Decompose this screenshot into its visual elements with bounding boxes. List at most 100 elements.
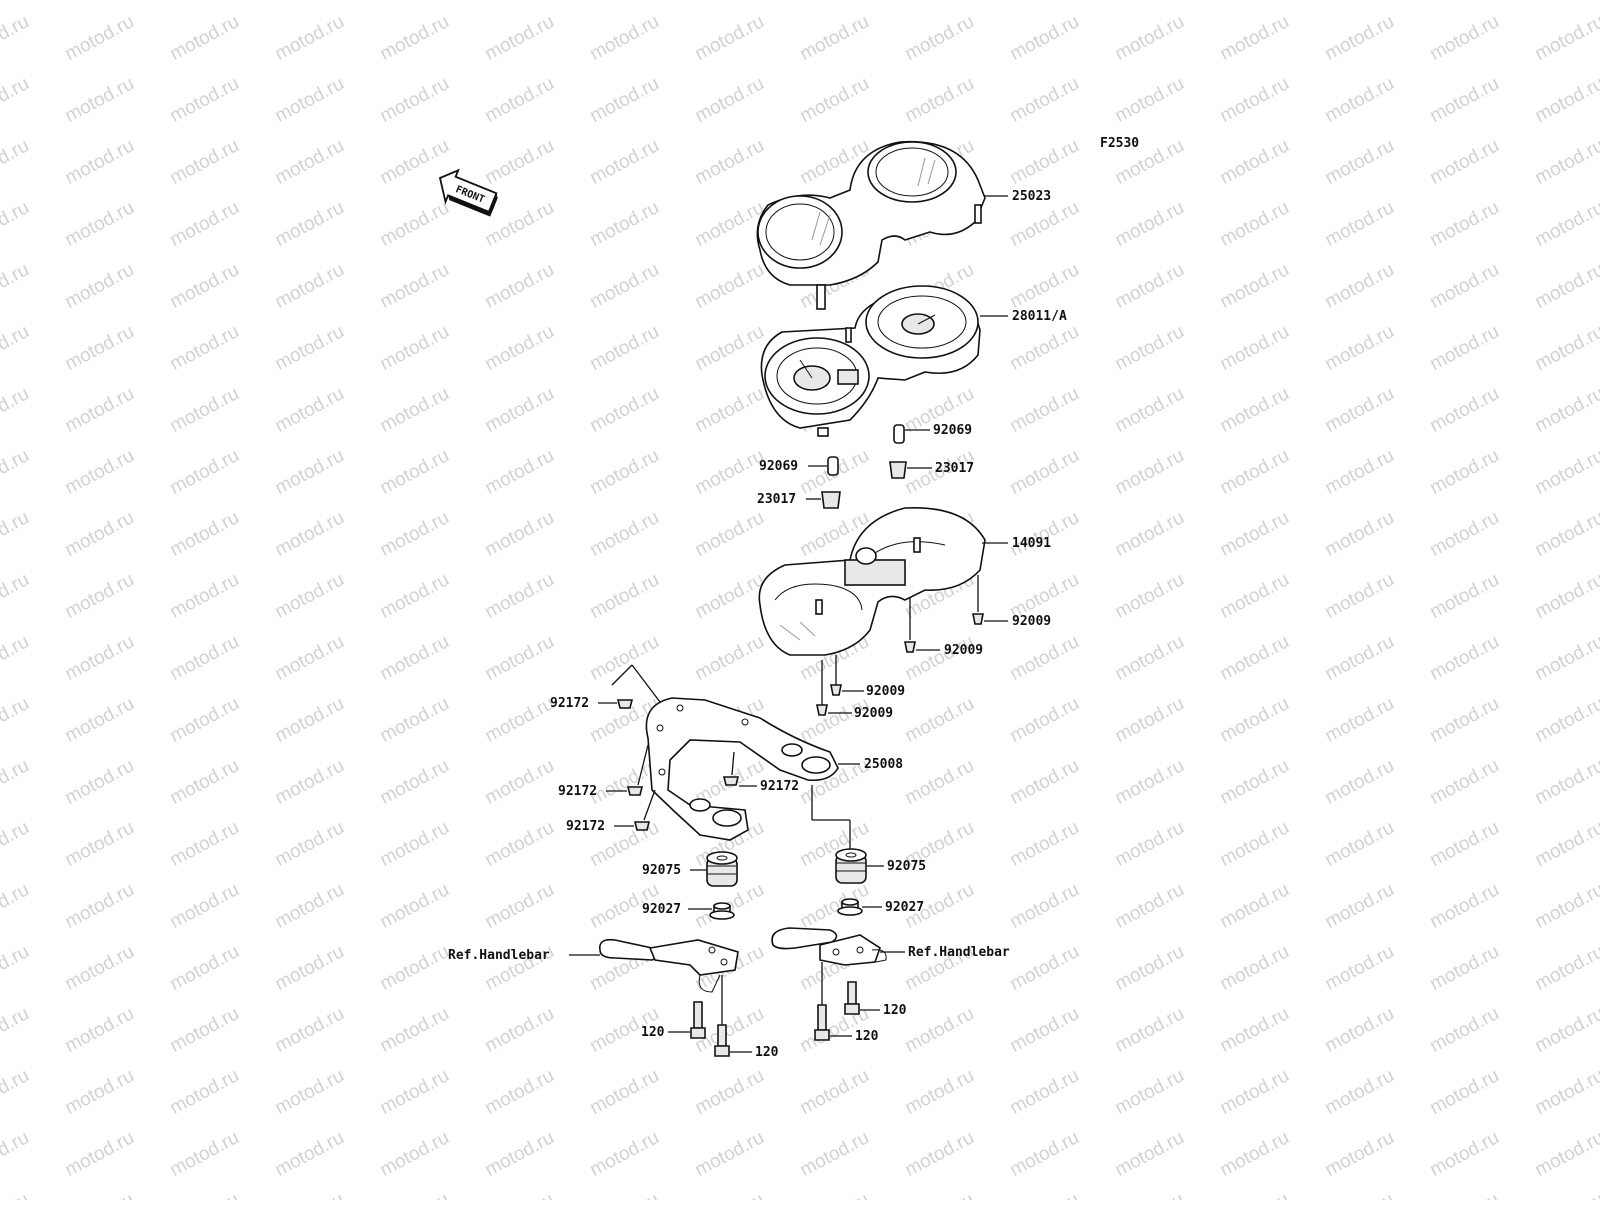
watermark-text: motod.ru — [1427, 1127, 1503, 1181]
watermark-text: motod.ru — [1007, 259, 1083, 313]
watermark-text: motod.ru — [1112, 631, 1188, 685]
watermark-text: motod.ru — [62, 445, 138, 499]
watermark-text: motod.ru — [167, 1003, 243, 1057]
watermark-text: motod.ru — [482, 1065, 558, 1119]
watermark-text: motod.ru — [1532, 879, 1600, 933]
watermark-text: motod.ru — [1322, 1065, 1398, 1119]
watermark-text: motod.ru — [1007, 693, 1083, 747]
watermark-text: motod.ru — [0, 0, 33, 3]
meter-case-lower — [758, 506, 986, 656]
watermark-text: motod.ru — [0, 445, 33, 499]
watermark-text: motod.ru — [1322, 1003, 1398, 1057]
damper-right — [811, 785, 867, 884]
watermark-text: motod.ru — [1007, 445, 1083, 499]
watermark-text: motod.ru — [167, 507, 243, 561]
watermark-text: motod.ru — [1217, 569, 1293, 623]
watermark-text: motod.ru — [1217, 73, 1293, 127]
watermark-text: motod.ru — [272, 383, 348, 437]
callout-92027-right: 92027 — [885, 900, 924, 915]
watermark-text: motod.ru — [377, 197, 453, 251]
watermark-text: motod.ru — [272, 755, 348, 809]
watermark-text: motod.ru — [482, 1189, 558, 1200]
watermark-text: motod.ru — [692, 1065, 768, 1119]
watermark-text: motod.ru — [272, 879, 348, 933]
watermark-text: motod.ru — [377, 569, 453, 623]
watermark-text: motod.ru — [1427, 73, 1503, 127]
watermark-text: motod.ru — [1007, 879, 1083, 933]
handlebar-clamp-left — [598, 938, 739, 993]
watermark-text: motod.ru — [587, 0, 663, 3]
watermark-text: motod.ru — [167, 1189, 243, 1200]
watermark-text: motod.ru — [167, 11, 243, 65]
watermark-text: motod.ru — [62, 817, 138, 871]
watermark-text: motod.ru — [272, 1065, 348, 1119]
watermark-text: motod.ru — [377, 693, 453, 747]
watermark-text: motod.ru — [62, 569, 138, 623]
watermark-text: motod.ru — [1007, 135, 1083, 189]
watermark-text: motod.ru — [1007, 11, 1083, 65]
callout-25008: 25008 — [864, 757, 903, 772]
watermark-text: motod.ru — [587, 73, 663, 127]
watermark-text: motod.ru — [1532, 73, 1600, 127]
watermark-text: motod.ru — [377, 11, 453, 65]
watermark-text: motod.ru — [1427, 11, 1503, 65]
front-arrow-icon: FRONT — [438, 168, 498, 217]
watermark-text: motod.ru — [1427, 321, 1503, 375]
watermark-text: motod.ru — [587, 445, 663, 499]
watermark-text: motod.ru — [1112, 1189, 1188, 1200]
watermark-text: motod.ru — [62, 1003, 138, 1057]
watermark-text: motod.ru — [482, 445, 558, 499]
watermark-text: motod.ru — [377, 507, 453, 561]
watermark-text: motod.ru — [62, 693, 138, 747]
callout-23017-left: 23017 — [757, 492, 796, 507]
watermark-text: motod.ru — [1427, 135, 1503, 189]
watermark-text: motod.ru — [1322, 1189, 1398, 1200]
callout-92075-right: 92075 — [887, 859, 926, 874]
watermark-text: motod.ru — [482, 817, 558, 871]
watermark-text: motod.ru — [1112, 693, 1188, 747]
watermark-text: motod.ru — [692, 0, 768, 3]
watermark-text: motod.ru — [272, 321, 348, 375]
watermark-text: motod.ru — [0, 569, 33, 623]
callout-92069-right: 92069 — [933, 423, 972, 438]
watermark-text: motod.ru — [1112, 755, 1188, 809]
callout-92027-left: 92027 — [642, 902, 681, 917]
callout-92075-left: 92075 — [642, 863, 681, 878]
watermark-text: motod.ru — [797, 0, 873, 3]
watermark-text: motod.ru — [587, 11, 663, 65]
watermark-text: motod.ru — [1427, 631, 1503, 685]
watermark-text: motod.ru — [692, 631, 768, 685]
watermark-text: motod.ru — [482, 73, 558, 127]
watermark-text: motod.ru — [482, 135, 558, 189]
watermark-text: motod.ru — [62, 1065, 138, 1119]
watermark-text: motod.ru — [1217, 197, 1293, 251]
watermark-text: motod.ru — [0, 73, 33, 127]
watermark-text: motod.ru — [0, 11, 33, 65]
watermark-text: motod.ru — [1322, 631, 1398, 685]
watermark-text: motod.ru — [1427, 1003, 1503, 1057]
watermark-text: motod.ru — [377, 383, 453, 437]
watermark-text: motod.ru — [62, 1189, 138, 1200]
watermark-text: motod.ru — [1112, 0, 1188, 3]
watermark-text: motod.ru — [1112, 383, 1188, 437]
callout-120-b: 120 — [755, 1045, 779, 1060]
figure-code: F2530 — [1100, 136, 1139, 151]
watermark-text: motod.ru — [482, 383, 558, 437]
watermark-text: motod.ru — [1532, 631, 1600, 685]
watermark-text: motod.ru — [0, 259, 33, 313]
watermark-text: motod.ru — [1427, 879, 1503, 933]
watermark-text: motod.ru — [1217, 1003, 1293, 1057]
watermark-text: motod.ru — [692, 507, 768, 561]
watermark-text: motod.ru — [1427, 259, 1503, 313]
watermark-text: motod.ru — [1112, 941, 1188, 995]
watermark-text: motod.ru — [167, 941, 243, 995]
watermark-text: motod.ru — [1427, 383, 1503, 437]
watermark-text: motod.ru — [62, 0, 138, 3]
watermark-text: motod.ru — [272, 1189, 348, 1200]
callout-23017-right: 23017 — [935, 461, 974, 476]
watermark-text: motod.ru — [797, 1065, 873, 1119]
watermark-text: motod.ru — [692, 73, 768, 127]
watermark-text: motod.ru — [1007, 631, 1083, 685]
watermark-text: motod.ru — [1112, 445, 1188, 499]
